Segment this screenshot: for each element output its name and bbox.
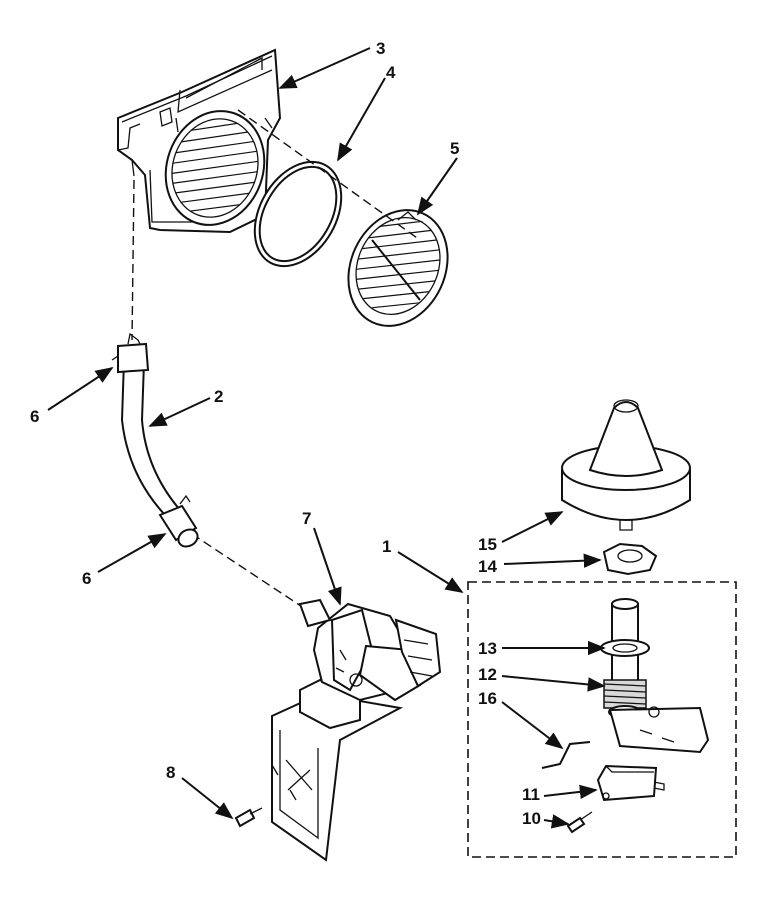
callout-5: 5 — [450, 139, 459, 158]
hose-clamp-top-part — [111, 332, 150, 374]
screw-10-part — [566, 811, 593, 834]
washer-part — [600, 639, 650, 657]
callout-15: 15 — [478, 535, 497, 554]
callout-10: 10 — [522, 809, 541, 828]
callout-16: 16 — [478, 689, 497, 708]
hose-clamp-bottom-part — [158, 494, 199, 548]
callout-6a: 6 — [30, 407, 39, 426]
callout-4: 4 — [386, 63, 396, 82]
link-rod-part — [541, 741, 591, 769]
callout-7: 7 — [302, 509, 311, 528]
callout-13: 13 — [478, 639, 497, 658]
leader-lines — [47, 47, 606, 829]
switch-bracket-part — [608, 706, 710, 754]
screw-8-part — [234, 807, 263, 828]
callout-6b: 6 — [82, 569, 91, 588]
nut-part — [602, 542, 658, 576]
hose-part — [120, 358, 182, 517]
gasket-ring-part — [253, 160, 343, 268]
float-cone-part — [561, 399, 691, 531]
callout-2: 2 — [214, 387, 223, 406]
alignment-line — [131, 179, 135, 341]
float-switch-assembly-box — [467, 581, 737, 858]
callout-1: 1 — [382, 537, 391, 556]
callout-12: 12 — [478, 665, 497, 684]
vent-cover-part — [347, 209, 456, 327]
callout-11: 11 — [522, 785, 540, 804]
valve-assembly-part — [271, 598, 442, 862]
callout-3: 3 — [376, 39, 385, 58]
callout-8: 8 — [166, 763, 175, 782]
callout-14: 14 — [478, 557, 497, 576]
vent-housing-part — [117, 48, 282, 234]
alignment-line — [237, 109, 421, 241]
micro-switch-part — [596, 764, 665, 802]
alignment-line — [191, 533, 311, 613]
